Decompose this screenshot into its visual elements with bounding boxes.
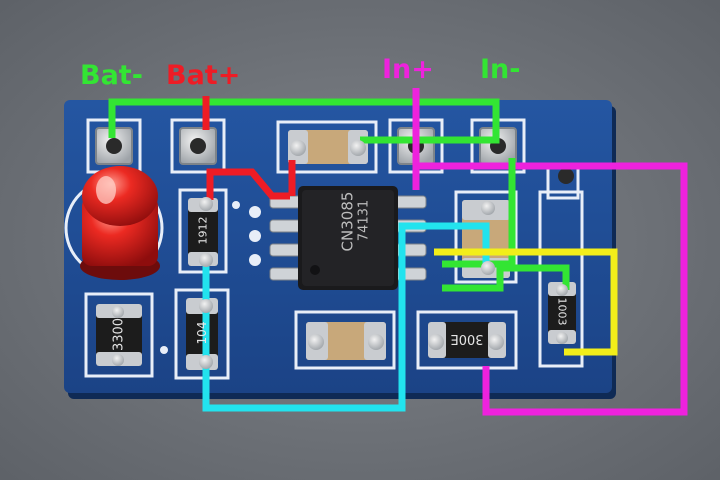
resistor-1912-marking: 1912 bbox=[196, 216, 210, 245]
led bbox=[80, 166, 160, 280]
resistor-1003-marking: 1003 bbox=[555, 297, 569, 326]
ic-marking-line2: 74131 bbox=[356, 199, 372, 242]
wire-in-plus-2 bbox=[416, 162, 688, 416]
label-bat-minus: Bat- bbox=[80, 60, 143, 91]
wire-in-minus-2 bbox=[442, 264, 570, 292]
resistor-300e-marking: 300E bbox=[450, 331, 484, 346]
label-in-minus: In- bbox=[480, 54, 521, 85]
resistor-104-marking: 104 bbox=[195, 321, 209, 345]
wire-yellow bbox=[434, 248, 618, 356]
wire-bat-plus-2 bbox=[206, 168, 290, 200]
label-bat-plus: Bat+ bbox=[166, 60, 241, 91]
ic-chip bbox=[269, 186, 427, 290]
resistor-3300-marking: 3300 bbox=[111, 317, 127, 352]
ic-marking-line1: CN3085 bbox=[338, 191, 357, 252]
label-in-plus: In+ bbox=[382, 54, 434, 85]
wire-in-minus bbox=[442, 158, 516, 268]
wire-cyan bbox=[202, 222, 490, 412]
wire-bat-minus bbox=[108, 98, 500, 144]
